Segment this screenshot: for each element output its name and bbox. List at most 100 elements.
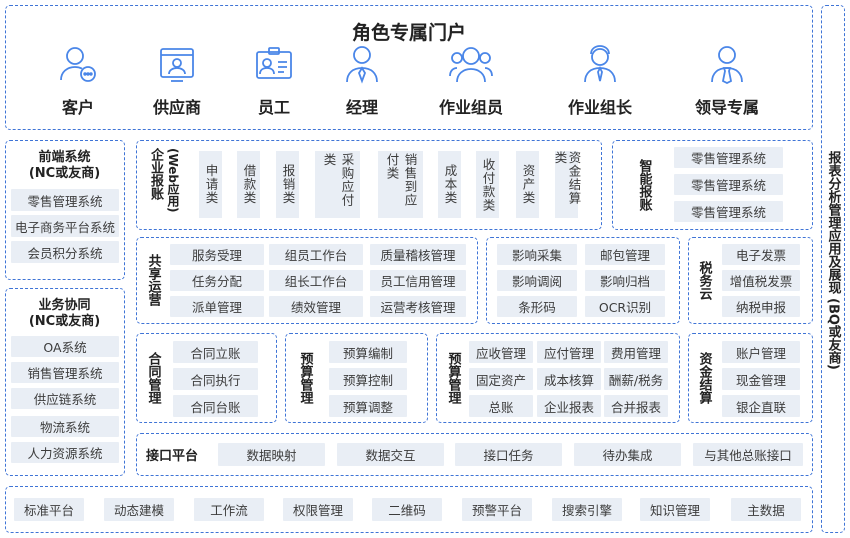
customer-icon xyxy=(60,47,96,82)
reimburse-item[interactable]: 收付款类 xyxy=(476,151,499,218)
image-tools-item[interactable]: 影响采集 xyxy=(497,244,577,265)
fund-item[interactable]: 现金管理 xyxy=(722,368,800,390)
role-label: 客户 xyxy=(61,98,94,117)
accounting-item[interactable]: 总账 xyxy=(469,395,533,417)
platform-item[interactable]: 主数据 xyxy=(731,498,801,521)
role-label: 经理 xyxy=(345,98,378,117)
shared-ops-item[interactable]: 运营考核管理 xyxy=(370,296,466,317)
platform-item[interactable]: 搜索引擎 xyxy=(552,498,622,521)
accounting-item[interactable]: 酬薪/税务 xyxy=(604,368,668,390)
interface-title: 接口平台 xyxy=(146,449,199,464)
front-system-title: 前端系统(NC或友商) xyxy=(28,150,101,181)
shared-ops-item[interactable]: 派单管理 xyxy=(170,296,264,317)
front-system-item[interactable]: 会员积分系统 xyxy=(11,241,119,263)
shared-ops-item[interactable]: 组长工作台 xyxy=(269,270,363,291)
platform-item[interactable]: 权限管理 xyxy=(283,498,353,521)
business-collab-item[interactable]: 人力资源系统 xyxy=(11,442,119,463)
role-label: 作业组员 xyxy=(438,98,503,117)
business-collab-item[interactable]: OA系统 xyxy=(11,336,119,357)
role-leader[interactable]: 领导专属 xyxy=(672,44,782,118)
accounting-item[interactable]: 合并报表 xyxy=(604,395,668,417)
accounting-item[interactable]: 费用管理 xyxy=(604,341,668,363)
interface-item[interactable]: 接口任务 xyxy=(455,443,562,466)
reimburse-title: (Web应用) 企业报账 xyxy=(143,148,185,224)
leader-icon xyxy=(711,46,743,84)
report-analysis-title: 报表分析管理应用及展现(BQ或友商) xyxy=(825,151,841,370)
role-label: 供应商 xyxy=(152,98,201,117)
budget-title: 预算管理 xyxy=(297,352,313,404)
platform-item[interactable]: 标准平台 xyxy=(14,498,84,521)
role-customer[interactable]: 客户 xyxy=(23,44,133,118)
fund-title: 资金结算 xyxy=(696,352,712,404)
role-team-members[interactable]: 作业组员 xyxy=(416,44,526,118)
tax-cloud-item[interactable]: 增值税发票 xyxy=(722,270,800,291)
fund-item[interactable]: 账户管理 xyxy=(722,341,800,363)
reimburse-label: 企业报账 xyxy=(148,148,163,200)
accounting-item[interactable]: 成本核算 xyxy=(537,368,601,390)
reimburse-item[interactable]: 采购应付类 xyxy=(315,151,360,218)
employee-badge-icon xyxy=(256,47,292,79)
accounting-title: 预算管理 xyxy=(445,352,461,404)
contract-title: 合同管理 xyxy=(145,352,161,404)
role-employee[interactable]: 员工 xyxy=(219,44,329,118)
image-tools-item[interactable]: 条形码 xyxy=(497,296,577,317)
tax-cloud-item[interactable]: 纳税申报 xyxy=(722,296,800,317)
role-supplier[interactable]: 供应商 xyxy=(122,44,232,118)
shared-ops-item[interactable]: 绩效管理 xyxy=(269,296,363,317)
interface-item[interactable]: 待办集成 xyxy=(574,443,681,466)
accounting-item[interactable]: 应收管理 xyxy=(469,341,533,363)
image-tools-item[interactable]: 影响调阅 xyxy=(497,270,577,291)
business-collab-item[interactable]: 供应链系统 xyxy=(11,388,119,409)
reimburse-item[interactable]: 销售到应付类 xyxy=(378,151,423,218)
interface-item[interactable]: 数据映射 xyxy=(218,443,325,466)
shared-ops-item[interactable]: 员工信用管理 xyxy=(370,270,466,291)
role-label: 领导专属 xyxy=(694,98,759,117)
budget-item[interactable]: 预算编制 xyxy=(329,341,407,363)
reimburse-item[interactable]: 借款类 xyxy=(237,151,260,218)
role-team-leader[interactable]: 作业组长 xyxy=(545,44,655,118)
business-collab-item[interactable]: 物流系统 xyxy=(11,416,119,437)
contract-item[interactable]: 合同立账 xyxy=(173,341,258,363)
shared-ops-item[interactable]: 质量稽核管理 xyxy=(370,244,466,265)
contract-item[interactable]: 合同执行 xyxy=(173,368,258,390)
reimburse-item[interactable]: 资金结算类 xyxy=(553,151,582,218)
image-tools-item[interactable]: 影响归档 xyxy=(585,270,665,291)
accounting-item[interactable]: 应付管理 xyxy=(537,341,601,363)
accounting-item[interactable]: 企业报表 xyxy=(537,395,601,417)
accounting-item[interactable]: 固定资产 xyxy=(469,368,533,390)
front-system-item[interactable]: 零售管理系统 xyxy=(11,189,119,211)
interface-item[interactable]: 数据交互 xyxy=(337,443,444,466)
platform-item[interactable]: 二维码 xyxy=(372,498,442,521)
shared-ops-item[interactable]: 任务分配 xyxy=(170,270,264,291)
platform-item[interactable]: 预警平台 xyxy=(462,498,532,521)
reimburse-item[interactable]: 报销类 xyxy=(276,151,299,218)
shared-ops-title: 共享运营 xyxy=(145,254,161,306)
manager-icon xyxy=(346,46,378,84)
budget-item[interactable]: 预算调整 xyxy=(329,395,407,417)
role-manager[interactable]: 经理 xyxy=(307,44,417,118)
shared-ops-item[interactable]: 组员工作台 xyxy=(269,244,363,265)
contract-item[interactable]: 合同台账 xyxy=(173,395,258,417)
front-system-item[interactable]: 电子商务平台系统 xyxy=(11,215,119,237)
platform-item[interactable]: 工作流 xyxy=(194,498,264,521)
platform-item[interactable]: 知识管理 xyxy=(640,498,710,521)
role-label: 员工 xyxy=(257,98,290,117)
tax-cloud-item[interactable]: 电子发票 xyxy=(722,244,800,265)
fund-item[interactable]: 银企直联 xyxy=(722,395,800,417)
business-collab-item[interactable]: 销售管理系统 xyxy=(11,362,119,383)
smart-report-item[interactable]: 零售管理系统 xyxy=(674,201,783,222)
smart-report-item[interactable]: 零售管理系统 xyxy=(674,174,783,195)
budget-item[interactable]: 预算控制 xyxy=(329,368,407,390)
image-tools-item[interactable]: 邮包管理 xyxy=(585,244,665,265)
image-tools-item[interactable]: OCR识别 xyxy=(585,296,665,317)
platform-item[interactable]: 动态建模 xyxy=(104,498,174,521)
reimburse-note: (Web应用) xyxy=(166,148,180,213)
reimburse-item[interactable]: 申请类 xyxy=(199,151,222,218)
smart-report-title: 智能报账 xyxy=(636,159,652,211)
interface-item[interactable]: 与其他总账接口 xyxy=(693,443,803,466)
reimburse-item[interactable]: 成本类 xyxy=(438,151,461,218)
reimburse-item[interactable]: 资产类 xyxy=(516,151,539,218)
shared-ops-item[interactable]: 服务受理 xyxy=(170,244,264,265)
smart-report-item[interactable]: 零售管理系统 xyxy=(674,147,783,168)
report-analysis-panel: 报表分析管理应用及展现(BQ或友商) xyxy=(821,5,845,533)
